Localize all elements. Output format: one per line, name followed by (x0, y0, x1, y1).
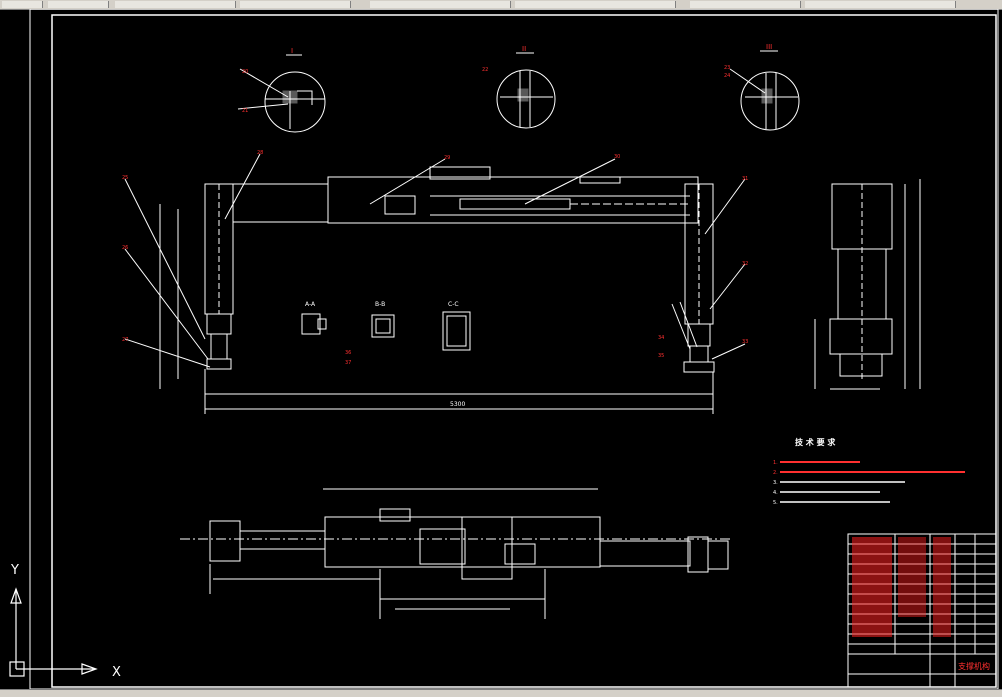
inner-frame (51, 14, 997, 688)
outer-frame (29, 9, 999, 689)
section-label: C-C (448, 301, 459, 308)
balloon: 28 (257, 150, 263, 156)
balloon: 25 (122, 175, 128, 181)
detail-label: I (291, 47, 293, 55)
balloon: 20 (242, 69, 248, 75)
technical-requirements: 技 术 要 求 1. 2. 3. 4. 5. (773, 437, 965, 506)
toolbar-dropdown[interactable] (805, 1, 956, 8)
toolbar-button[interactable] (48, 1, 109, 8)
balloon: 26 (122, 245, 128, 251)
toolbar-dropdown[interactable] (370, 1, 511, 8)
drawing-canvas[interactable]: I II III (0, 9, 1002, 689)
balloon: 22 (482, 67, 488, 73)
drawing-name: 支撑机构 (958, 661, 990, 671)
detail-label: II (522, 45, 526, 53)
front-view[interactable]: 5300 (124, 153, 746, 414)
note-item: 4. (773, 490, 778, 496)
side-view[interactable] (814, 179, 921, 390)
detail-view-3[interactable]: III (729, 43, 800, 131)
note-item: 2. (773, 470, 778, 476)
balloon: 37 (345, 360, 351, 366)
section-label: B-B (375, 301, 385, 308)
balloon: 35 (658, 353, 664, 359)
toolbar-button[interactable] (240, 1, 351, 8)
ucs-y-label: Y (10, 563, 19, 578)
balloon: 32 (742, 261, 748, 267)
toolbar-dropdown[interactable] (690, 1, 801, 8)
title-block: 支撑机构 (847, 533, 997, 688)
plan-view[interactable] (180, 488, 730, 619)
note-item: 1. (773, 460, 778, 466)
balloon: 30 (614, 154, 620, 160)
status-bar (0, 689, 1002, 697)
section-label: A-A (305, 301, 316, 308)
balloon: 29 (444, 155, 450, 161)
note-item: 5. (773, 500, 778, 506)
balloon: 24 (724, 73, 730, 79)
note-item: 3. (773, 480, 778, 486)
toolbar-dropdown[interactable] (515, 1, 676, 8)
ucs-x-label: X (112, 665, 121, 680)
toolbar-button[interactable] (2, 1, 43, 8)
overall-dimension: 5300 (450, 401, 465, 408)
balloon: 34 (658, 335, 664, 341)
balloon: 27 (122, 337, 128, 343)
balloon: 31 (742, 176, 748, 182)
balloons: 20 21 22 23 24 25 26 27 28 29 30 31 32 3… (122, 65, 748, 366)
notes-title: 技 术 要 求 (795, 437, 836, 447)
detail-view-2[interactable]: II (496, 45, 556, 129)
balloon: 21 (242, 108, 248, 114)
balloon: 23 (724, 65, 730, 71)
detail-view-1[interactable]: I (237, 47, 326, 133)
balloon: 36 (345, 350, 351, 356)
ucs-icon: Y X (9, 563, 121, 680)
balloon: 33 (742, 339, 748, 345)
toolbar-button[interactable] (115, 1, 236, 8)
detail-label: III (766, 43, 772, 51)
section-views[interactable]: A-A B-B C-C (301, 301, 471, 351)
